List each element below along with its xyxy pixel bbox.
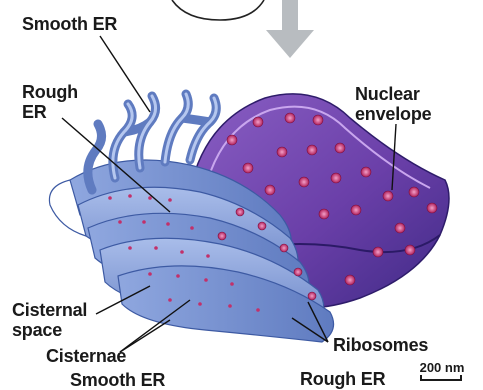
down-arrow-icon <box>266 0 314 58</box>
scale-bar-tick-left <box>420 375 422 381</box>
label-ribosomes: Ribosomes <box>333 335 428 355</box>
label-cisternae: Cisternae <box>46 346 126 366</box>
scale-bar-tick-right <box>460 375 462 381</box>
label-rough-er-bottom: Rough ER <box>300 369 385 389</box>
label-smooth-er-top: Smooth ER <box>22 14 117 34</box>
scale-bar-label: 200 nm <box>416 361 468 375</box>
scale-bar-line <box>420 379 462 381</box>
label-cisternal-space: Cisternal space <box>12 300 87 340</box>
label-rough-er: Rough ER <box>22 82 78 122</box>
label-nuclear-envelope: Nuclear envelope <box>355 84 431 124</box>
scale-bar: 200 nm <box>416 361 468 385</box>
cell-outline-arc <box>172 0 264 20</box>
label-smooth-er-bottom: Smooth ER <box>70 370 165 390</box>
